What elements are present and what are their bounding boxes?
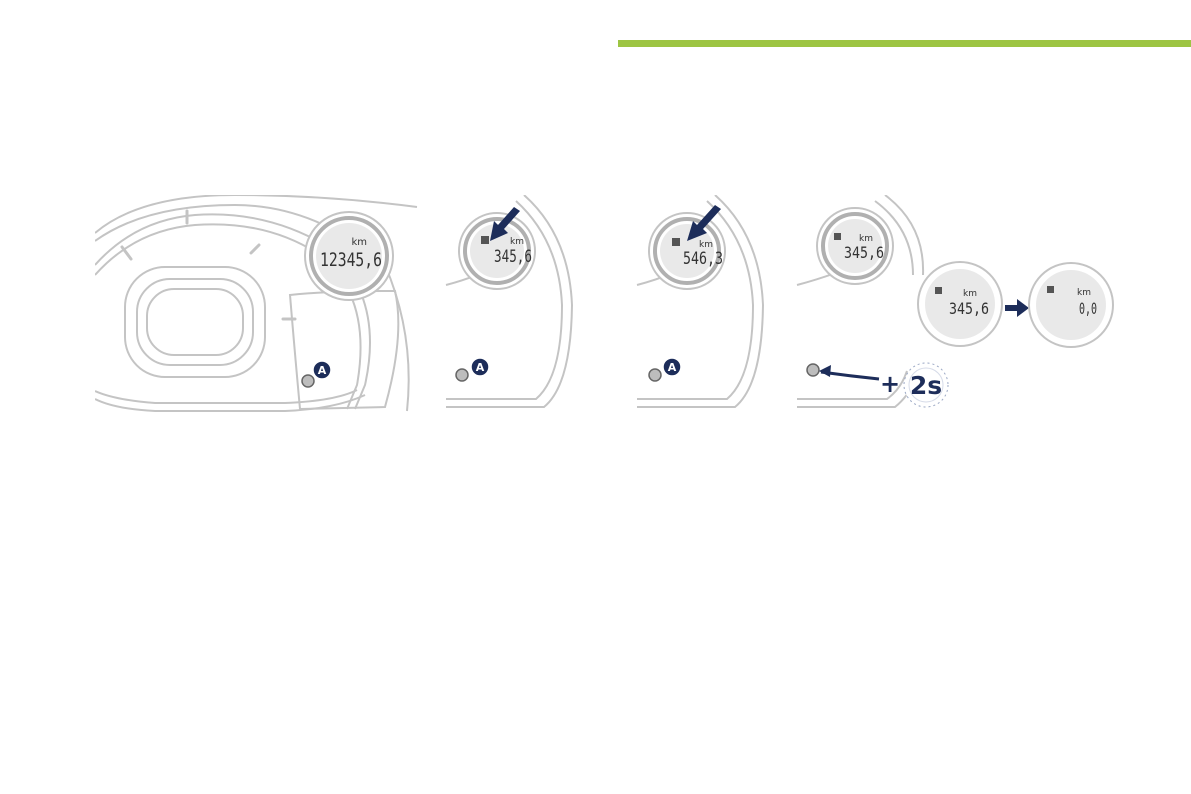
after-value: 0,0: [1079, 299, 1097, 318]
unit-label: km: [510, 237, 524, 247]
reset-button-icon: [301, 374, 315, 388]
trip-display-after-reset: km 0,0: [1028, 262, 1114, 348]
trip-reset-illustration: km 345,6 km 345,6 km 0,0 + 2s: [796, 195, 1114, 408]
unit-label: km: [699, 240, 713, 250]
unit-label: km: [1077, 288, 1091, 298]
unit-label: km: [859, 234, 873, 244]
section-accent-bar: [618, 40, 1191, 47]
trip-display: km 345,6: [816, 207, 894, 285]
odometer-display: km 12345,6: [304, 211, 394, 301]
arrow-pointer-icon: [490, 207, 520, 241]
reset-button-icon: [806, 363, 820, 377]
trip-display: km 345,6: [458, 212, 536, 290]
reset-button-icon: [455, 368, 469, 382]
callout-label: A: [476, 361, 485, 374]
odometer-value: 12345,6: [320, 249, 382, 271]
callout-badge: A: [312, 360, 332, 380]
reset-button-icon: [648, 368, 662, 382]
unit-label: km: [963, 289, 977, 299]
arrow-pointer-icon: [687, 205, 721, 241]
callout-label: A: [668, 361, 677, 374]
trip-value: 345,6: [844, 243, 884, 262]
arrow-right-icon: [1005, 299, 1029, 317]
callout-label: A: [318, 364, 327, 377]
trip-display-illustration-1: km 345,6 A: [445, 195, 574, 408]
trip-value: 546,3: [683, 249, 723, 269]
instrument-cluster-illustration: km 12345,6 A: [95, 195, 418, 412]
trip-value: 345,6: [494, 247, 532, 267]
before-value: 345,6: [949, 299, 989, 318]
callout-badge: A: [662, 357, 682, 377]
trip-display-illustration-2: km 546,3 A: [636, 195, 765, 408]
unit-label: km: [351, 237, 367, 248]
hold-duration-label: 2s: [910, 371, 942, 400]
press-arrow-icon: [819, 365, 880, 381]
clock-icon: [903, 362, 949, 408]
callout-badge: A: [470, 357, 490, 377]
trip-display-before-reset: km 345,6: [917, 261, 1003, 347]
hold-plus-label: +: [880, 370, 900, 398]
trip-display: km 546,3: [648, 212, 726, 290]
